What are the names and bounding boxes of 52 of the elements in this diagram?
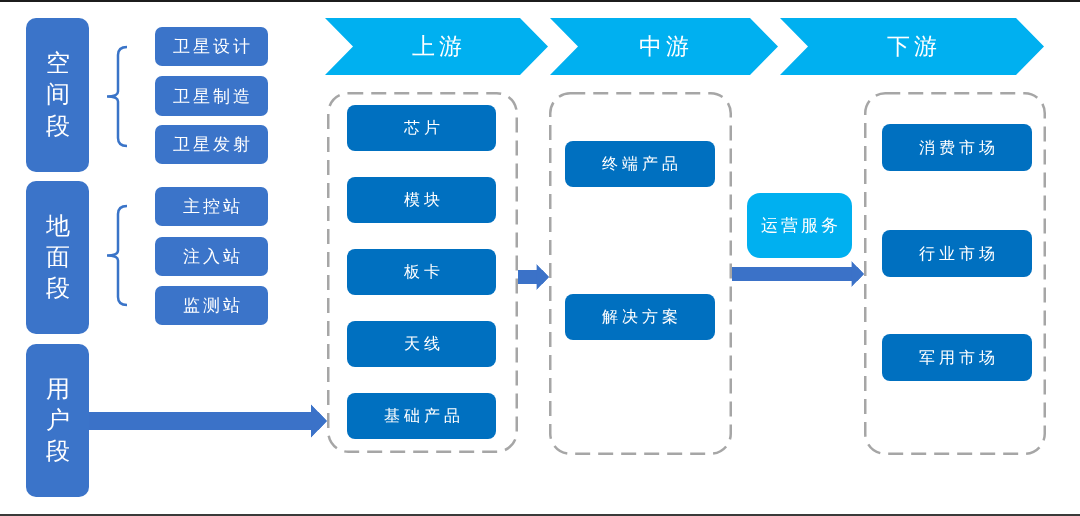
component-panel [155,27,268,66]
component-panel [155,237,268,276]
segment-title: 用户段 [45,373,70,468]
dashed-group-frame [864,92,1046,455]
block-arrow [518,263,549,291]
component-label: 主控站 [182,196,243,217]
component-panel [155,286,268,325]
product-label: 天线 [402,334,444,354]
block-arrow [732,260,864,288]
product-label: 模块 [402,190,444,210]
dashed-group-frame [327,92,518,453]
component-label: 卫星制造 [172,85,253,107]
segment-panel [26,18,89,172]
dashed-group-frame [549,92,732,455]
stage-title: 下游 [886,32,941,61]
component-panel [155,125,268,164]
product-label: 板卡 [402,262,444,282]
product-panel [347,177,496,223]
stage-title: 中游 [638,32,693,61]
product-panel [347,393,496,439]
product-label: 基础产品 [382,406,464,426]
component-label: 卫星设计 [172,36,253,57]
segment-panel [26,181,89,334]
segment-title: 空间段 [45,48,70,142]
chevron-banner [550,18,778,75]
product-panel [565,141,715,187]
component-panel [155,76,268,116]
component-label: 卫星发射 [172,134,253,155]
segment-panel [26,344,89,497]
component-label: 注入站 [182,246,243,267]
product-panel [347,249,496,295]
component-panel [155,187,268,226]
chevron-banner [780,18,1044,75]
chevron-banner [325,18,548,75]
stage-title: 上游 [410,32,466,61]
market-label: 消费市场 [918,137,999,158]
component-label: 监测站 [182,295,243,316]
product-panel [565,294,715,340]
service-label: 运营服务 [760,215,841,236]
market-label: 军用市场 [918,347,999,368]
service-panel [747,193,852,258]
block-arrow [89,403,327,439]
market-panel [882,230,1032,277]
product-label: 解决方案 [601,307,682,327]
market-panel [882,124,1032,171]
product-label: 芯片 [402,118,444,138]
segment-title: 地面段 [45,210,70,305]
product-label: 终端产品 [601,154,682,174]
product-panel [347,105,496,151]
product-panel [347,321,496,367]
market-label: 行业市场 [918,243,999,264]
market-panel [882,334,1032,381]
